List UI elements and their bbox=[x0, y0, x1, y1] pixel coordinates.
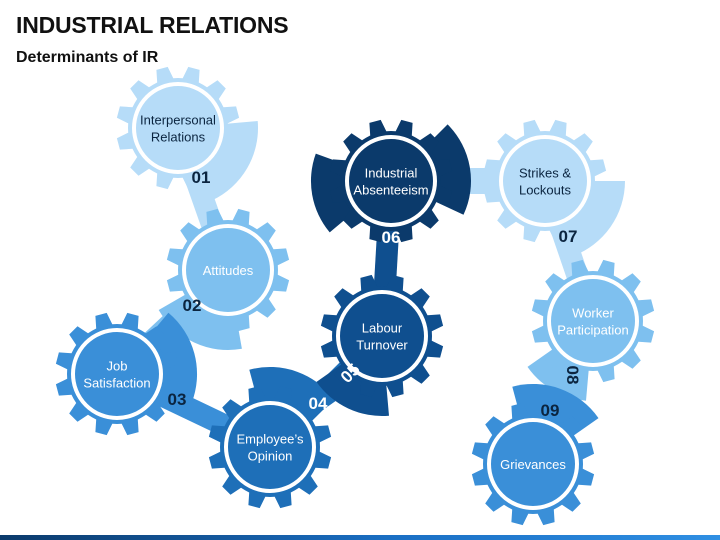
step-number: 09 bbox=[541, 401, 560, 420]
gear-label: Industrial bbox=[365, 166, 418, 181]
gear-label: Job bbox=[107, 359, 128, 374]
step-number: 06 bbox=[382, 228, 401, 247]
gear-step-07: Strikes & Lockouts 07 bbox=[483, 119, 625, 257]
gear-label: Turnover bbox=[356, 338, 408, 353]
page-subtitle: Determinants of IR bbox=[16, 49, 159, 66]
gear-label: Lockouts bbox=[519, 183, 572, 198]
gear-label: Relations bbox=[151, 130, 206, 145]
gear-hub bbox=[487, 418, 579, 510]
page-title: INDUSTRIAL RELATIONS bbox=[16, 12, 289, 38]
gear-label: Interpersonal bbox=[140, 113, 216, 128]
step-number: 08 bbox=[563, 366, 582, 385]
gear-hub bbox=[336, 290, 428, 382]
gear-label: Employee’s bbox=[237, 432, 304, 447]
gear-hub bbox=[345, 135, 437, 227]
gear-hub bbox=[547, 275, 639, 367]
gear-label: Participation bbox=[557, 323, 629, 338]
gear-label: Satisfaction bbox=[83, 376, 150, 391]
gear-label: Absenteeism bbox=[353, 183, 428, 198]
gear-label: Labour bbox=[362, 321, 403, 336]
bottom-accent-bar bbox=[0, 535, 720, 540]
step-number: 07 bbox=[559, 227, 578, 246]
gear-step-09: Grievances 09 bbox=[471, 383, 599, 526]
gear-hub bbox=[182, 224, 274, 316]
gear-hub bbox=[224, 401, 316, 493]
gear-label: Grievances bbox=[500, 457, 566, 472]
gear-label: Strikes & bbox=[519, 166, 571, 181]
gear-hub bbox=[132, 82, 224, 174]
gear-label: Worker bbox=[572, 306, 614, 321]
gear-hub bbox=[499, 135, 591, 227]
gear-label: Attitudes bbox=[203, 263, 254, 278]
step-number: 02 bbox=[183, 296, 202, 315]
gear-label: Opinion bbox=[248, 449, 293, 464]
step-number: 01 bbox=[192, 168, 211, 187]
step-number: 03 bbox=[168, 390, 187, 409]
gear-hub bbox=[71, 328, 163, 420]
step-number: 04 bbox=[309, 394, 328, 413]
